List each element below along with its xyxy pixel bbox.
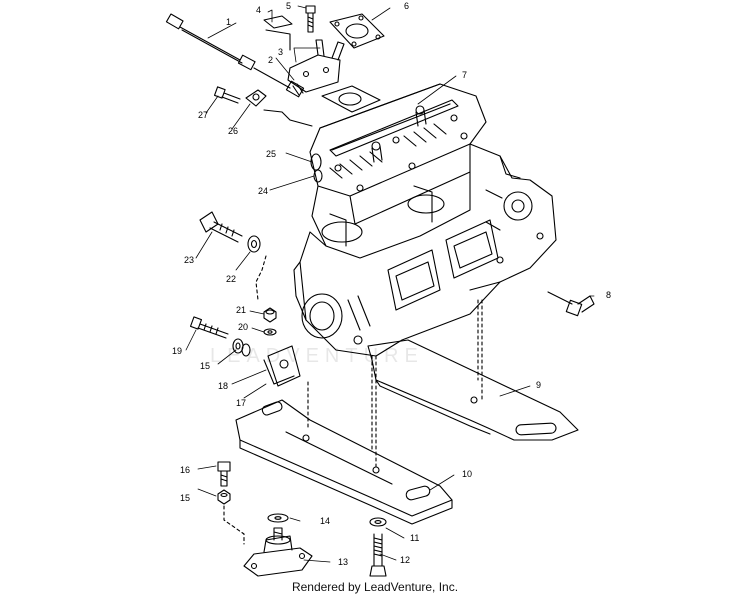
- label-7: 7: [462, 70, 467, 80]
- nut-15-lower: [217, 489, 231, 505]
- screw-5: [305, 5, 316, 33]
- label-1: 1: [226, 17, 231, 27]
- washer-20: [263, 328, 277, 336]
- footer-credit: Rendered by LeadVenture, Inc.: [291, 580, 459, 594]
- nut-21: [263, 307, 277, 323]
- washer-22: [247, 235, 261, 253]
- decal: [263, 15, 293, 51]
- label-20: 20: [238, 322, 248, 332]
- bolt-8: [547, 291, 595, 317]
- engine-assembly: [293, 83, 557, 471]
- plate-17: [235, 399, 453, 525]
- washer-14: [267, 513, 289, 523]
- label-25: 25: [266, 149, 276, 159]
- part-number-labels: 1 2 3 4 5 6 7 8 9 10 11 12 13 14 15 15 1…: [172, 1, 611, 567]
- leader-15-lower: [223, 505, 245, 545]
- washer-11: [369, 517, 387, 527]
- label-13: 13: [338, 557, 348, 567]
- label-16: 16: [180, 465, 190, 475]
- throttle-cable: [165, 13, 291, 89]
- label-14: 14: [320, 516, 330, 526]
- leader-26: [263, 109, 313, 127]
- watermark: LEADVENTURE: [210, 345, 424, 367]
- label-8: 8: [606, 290, 611, 300]
- screw-27: [213, 86, 241, 104]
- label-24: 24: [258, 186, 268, 196]
- cable-bracket: [287, 39, 345, 93]
- label-26: 26: [228, 126, 238, 136]
- label-12: 12: [400, 555, 410, 565]
- label-5: 5: [286, 1, 291, 11]
- label-4: 4: [256, 5, 261, 15]
- mounting-plate-9: [367, 339, 579, 441]
- bolt-12: [369, 533, 387, 577]
- cable-clip-26: [245, 89, 267, 107]
- label-15-upper: 15: [200, 361, 210, 371]
- label-10: 10: [462, 469, 472, 479]
- label-15-lower: 15: [180, 493, 190, 503]
- label-21: 21: [236, 305, 246, 315]
- leader-lines: [185, 5, 595, 563]
- label-22: 22: [226, 274, 236, 284]
- label-3: 3: [278, 47, 283, 57]
- label-27: 27: [198, 110, 208, 120]
- label-9: 9: [536, 380, 541, 390]
- label-23: 23: [184, 255, 194, 265]
- label-18: 18: [218, 381, 228, 391]
- leader-22: [255, 255, 267, 301]
- bolt-19: [189, 316, 229, 339]
- bracket-18: [263, 345, 301, 387]
- washer-15-upper: [232, 338, 251, 357]
- engine-mount-13: [243, 527, 313, 577]
- bolt-16: [217, 461, 231, 487]
- gasket-6: [329, 13, 385, 49]
- label-17: 17: [236, 398, 246, 408]
- label-6: 6: [404, 1, 409, 11]
- bolt-23: [199, 211, 243, 243]
- label-19: 19: [172, 346, 182, 356]
- label-11: 11: [410, 533, 419, 543]
- label-2: 2: [268, 55, 273, 65]
